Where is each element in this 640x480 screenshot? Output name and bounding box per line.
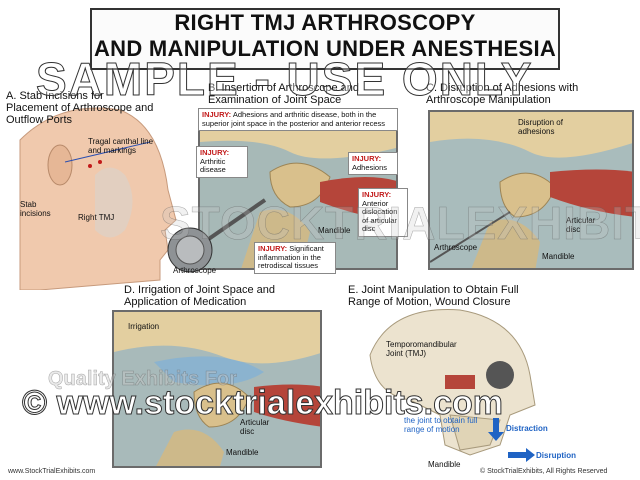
label-articular-disc-c: Articular disc [566,216,596,234]
title-box: RIGHT TMJ ARTHROSCOPY AND MANIPULATION U… [90,8,560,70]
injury-key-4: INJURY: [362,190,392,199]
injury-key-1: INJURY: [202,110,232,119]
title-line-1: RIGHT TMJ ARTHROSCOPY [174,10,476,35]
label-arthroscope-c: Arthroscope [434,243,478,252]
section-d-title: D. Irrigation of Joint Space and Applica… [124,284,276,308]
label-mandible-b: Mandible [318,226,351,235]
label-tmj: Temporomandibular Joint (TMJ) [386,340,457,358]
footer-left: www.StockTrialExhibits.com [8,468,96,475]
joint-illustration-d [114,312,320,466]
section-a-title: A. Stab Incisions for Placement of Arthr… [6,90,154,126]
panel-c [428,110,634,270]
footer-right: © StockTrialExhibits, All Rights Reserve… [480,468,608,475]
disruption-arrow-icon [508,448,535,462]
section-c-title: C. Disruption of Adhesions with Arthrosc… [426,82,579,106]
joint-illustration-c [430,112,632,268]
label-tragal-line: Tragal canthal line and markings [88,137,154,155]
injury-box-3: INJURY: Adhesions [348,152,398,175]
injury-box-5: INJURY: Significant inflammation in the … [254,242,336,274]
label-mandible-d: Mandible [226,448,259,457]
injury-text-4: Anterior dislocation of articular disc [362,198,398,233]
label-mandible-e: Mandible [428,460,461,469]
title-line-2: AND MANIPULATION UNDER ANESTHESIA [93,36,557,61]
injury-key-2: INJURY: [200,148,230,157]
injury-key-3: INJURY: [352,154,382,163]
label-disruption-adhesions: Disruption of adhesions [518,118,563,136]
label-mandible-c: Mandible [542,252,575,261]
injury-key-5: INJURY: [258,244,288,253]
injury-text-2: Arthritic disease [200,156,226,174]
arthroscope-icon [167,198,267,273]
injury-text-3: Adhesions [352,162,388,172]
panel-d [112,310,322,468]
face-illustration [19,107,177,290]
section-e-title: E. Joint Manipulation to Obtain Full Ran… [348,284,519,308]
label-disruption: Disruption [536,451,576,460]
label-arthroscope-b: Arthroscope [173,266,217,275]
label-right-tmj: Right TMJ [78,213,115,222]
distraction-arrow-icon [488,418,504,441]
label-irrigation: Irrigation [128,322,160,331]
section-b-title: B. Insertion of Arthroscope and Examinat… [208,82,360,106]
injury-box-4: INJURY: Anterior dislocation of articula… [358,188,408,237]
skull-illustration [369,309,536,456]
label-mobilize: the joint to obtain full range of motion [404,416,478,434]
label-stab-incisions: Stab incisions [20,200,51,218]
injury-text-5: Significant inflammation in the retrodis… [258,244,324,270]
injury-box-2: INJURY: Arthritic disease [196,146,248,178]
joint-illustration-b [200,112,396,268]
label-distraction: Distraction [506,424,548,433]
label-articular-disc-d: Articular disc [240,418,270,436]
injury-box-1: INJURY: Adhesions and arthritic disease,… [198,108,398,131]
injury-text-1: Adhesions and arthritic disease, both in… [202,110,386,128]
